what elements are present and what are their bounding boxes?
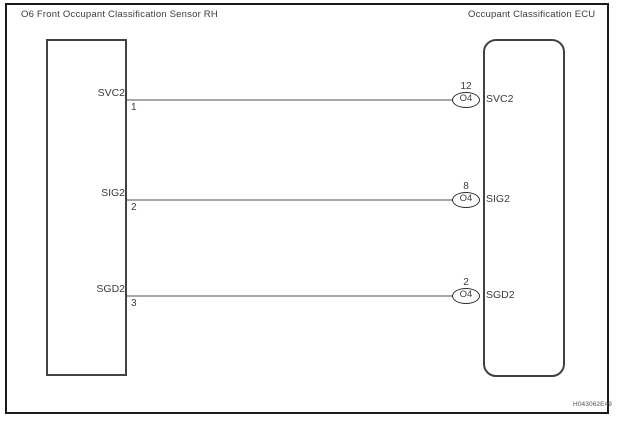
sensor-pin-number: 1 [131, 102, 137, 113]
ecu-signal-label: SIG2 [486, 193, 510, 205]
sensor-signal-label: SGD2 [96, 283, 125, 295]
ecu-connector-oval: O4 [452, 92, 480, 108]
ecu-component-box [483, 39, 565, 377]
ecu-component-title: Occupant Classification ECU [468, 9, 596, 20]
sensor-component-title: O6 Front Occupant Classification Sensor … [21, 9, 218, 20]
ecu-pin-number: 2 [463, 277, 469, 288]
figure-id-code: H043062E49 [573, 401, 612, 408]
sensor-pin-number: 3 [131, 298, 137, 309]
sensor-signal-label: SVC2 [97, 87, 125, 99]
wire-line [127, 99, 454, 101]
wire-line [127, 295, 454, 297]
sensor-pin-number: 2 [131, 202, 137, 213]
ecu-connector-oval: O4 [452, 192, 480, 208]
ecu-pin-number: 12 [460, 81, 472, 92]
wire-line [127, 199, 454, 201]
ecu-pin-number: 8 [463, 181, 469, 192]
ecu-signal-label: SGD2 [486, 289, 515, 301]
sensor-component-box [46, 39, 127, 376]
ecu-signal-label: SVC2 [486, 93, 514, 105]
ecu-connector-oval: O4 [452, 288, 480, 304]
sensor-signal-label: SIG2 [101, 187, 125, 199]
